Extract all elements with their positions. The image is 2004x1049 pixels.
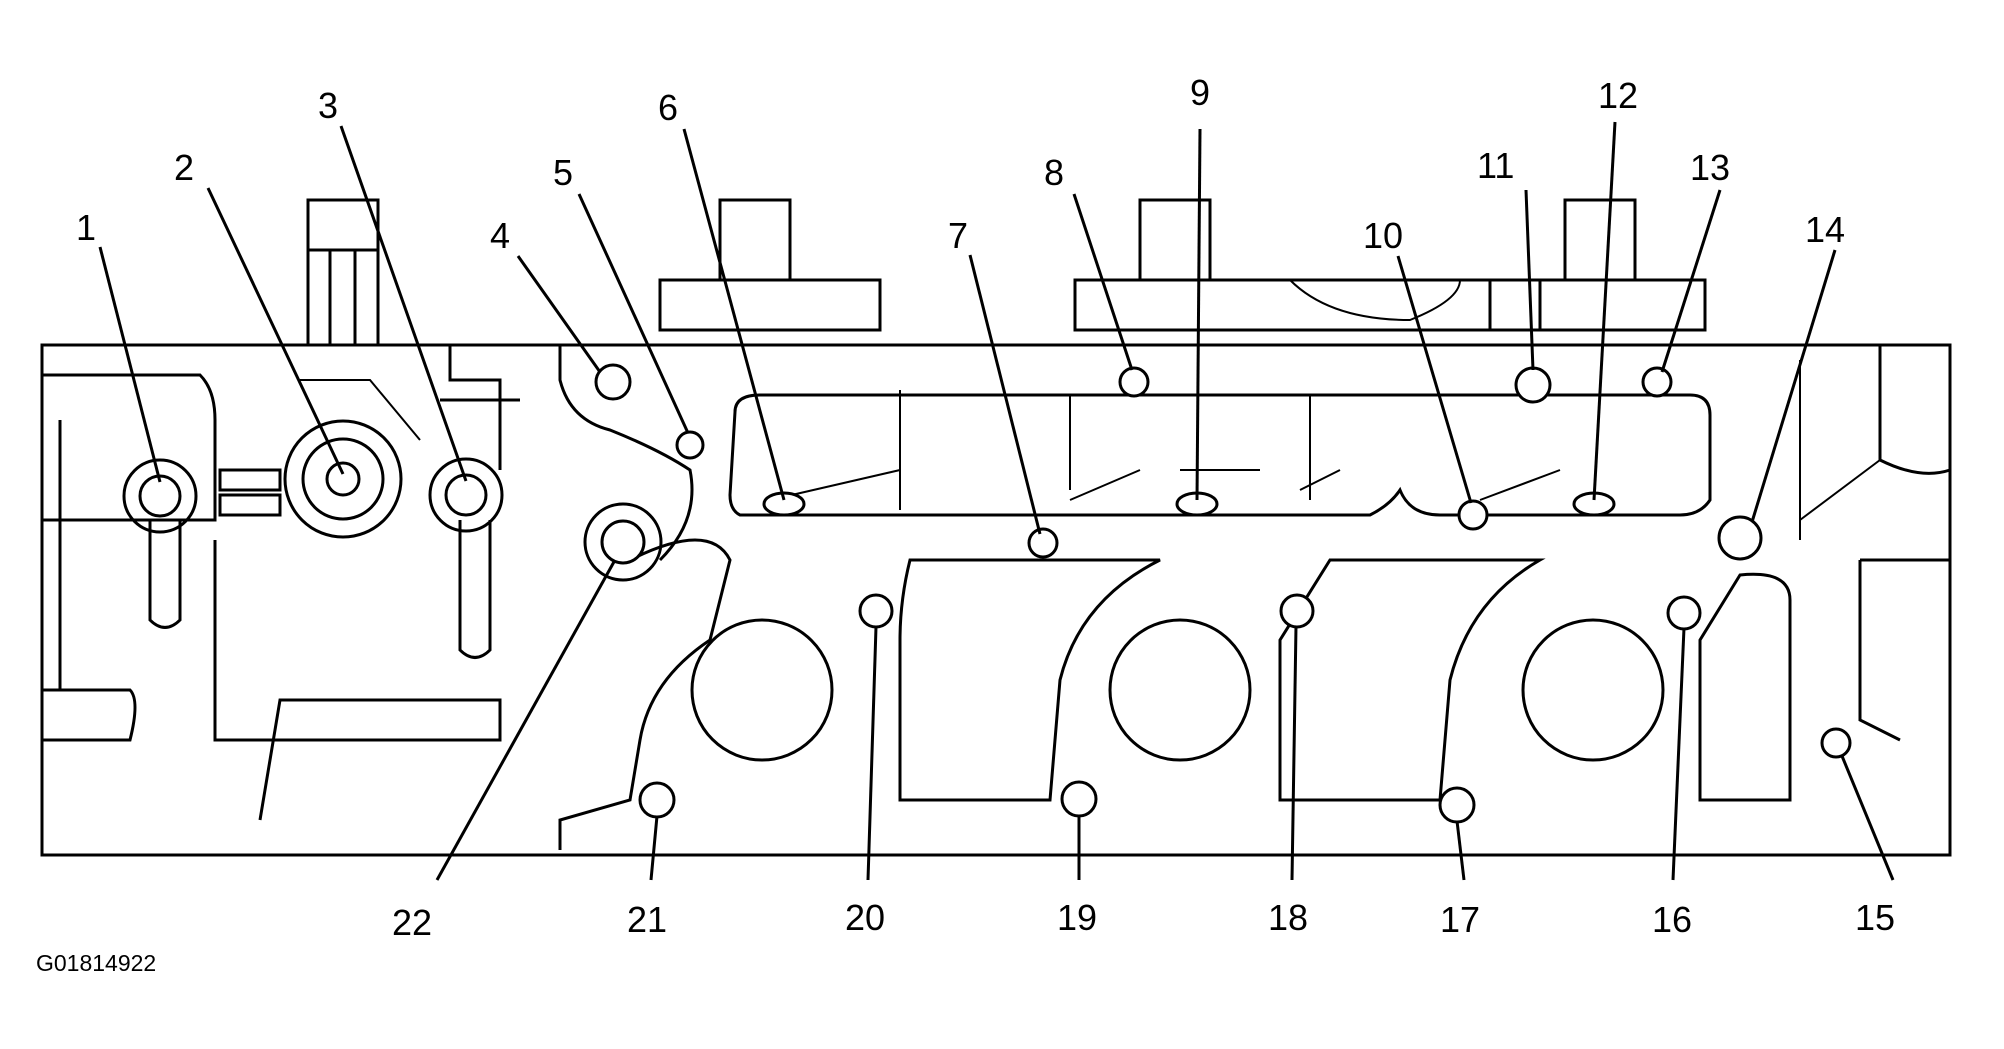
callout-6: 6 — [658, 87, 678, 128]
bolt-7 — [1027, 527, 1059, 559]
callout-1: 1 — [76, 207, 96, 248]
bolt-14 — [1717, 515, 1763, 561]
callout-15: 15 — [1855, 897, 1895, 938]
bolt-20 — [858, 593, 894, 629]
callout-22: 22 — [392, 902, 432, 943]
bolt-16 — [1666, 595, 1702, 631]
bolt-17 — [1438, 786, 1476, 824]
leader-lines — [98, 121, 1895, 881]
bolt-10 — [1457, 499, 1489, 531]
callout-4: 4 — [490, 215, 510, 256]
bolt-11 — [1514, 366, 1552, 404]
callout-11: 11 — [1477, 145, 1514, 186]
bolt-2 — [325, 461, 361, 497]
callout-3: 3 — [318, 85, 338, 126]
bolt-heads — [122, 363, 1852, 824]
bolt-21 — [638, 781, 676, 819]
bolt-3 — [444, 473, 488, 517]
callout-5: 5 — [553, 152, 573, 193]
bolt-4 — [594, 363, 632, 401]
callout-2: 2 — [174, 147, 194, 188]
figure-id: G01814922 — [36, 950, 157, 976]
bolt-8 — [1118, 366, 1150, 398]
bolt-5 — [675, 430, 705, 460]
callout-7: 7 — [948, 215, 968, 256]
callout-8: 8 — [1044, 152, 1064, 193]
bolt-19 — [1060, 780, 1098, 818]
callout-12: 12 — [1598, 75, 1638, 116]
callout-labels: 1 2 3 4 5 6 7 8 9 10 11 12 13 14 15 16 1… — [76, 72, 1895, 943]
callout-9: 9 — [1190, 72, 1210, 113]
bolt-15 — [1820, 727, 1852, 759]
bolt-18 — [1279, 593, 1315, 629]
bolt-13 — [1641, 366, 1673, 398]
callout-19: 19 — [1057, 897, 1097, 938]
bolt-22 — [600, 519, 646, 565]
callout-13: 13 — [1690, 147, 1730, 188]
callout-14: 14 — [1805, 209, 1845, 250]
callout-10: 10 — [1363, 215, 1403, 256]
cylinder-head-outline — [40, 198, 1952, 857]
bolt-6 — [762, 491, 806, 517]
callout-17: 17 — [1440, 899, 1480, 940]
callout-21: 21 — [627, 899, 667, 940]
callout-16: 16 — [1652, 899, 1692, 940]
callout-18: 18 — [1268, 897, 1308, 938]
callout-20: 20 — [845, 897, 885, 938]
